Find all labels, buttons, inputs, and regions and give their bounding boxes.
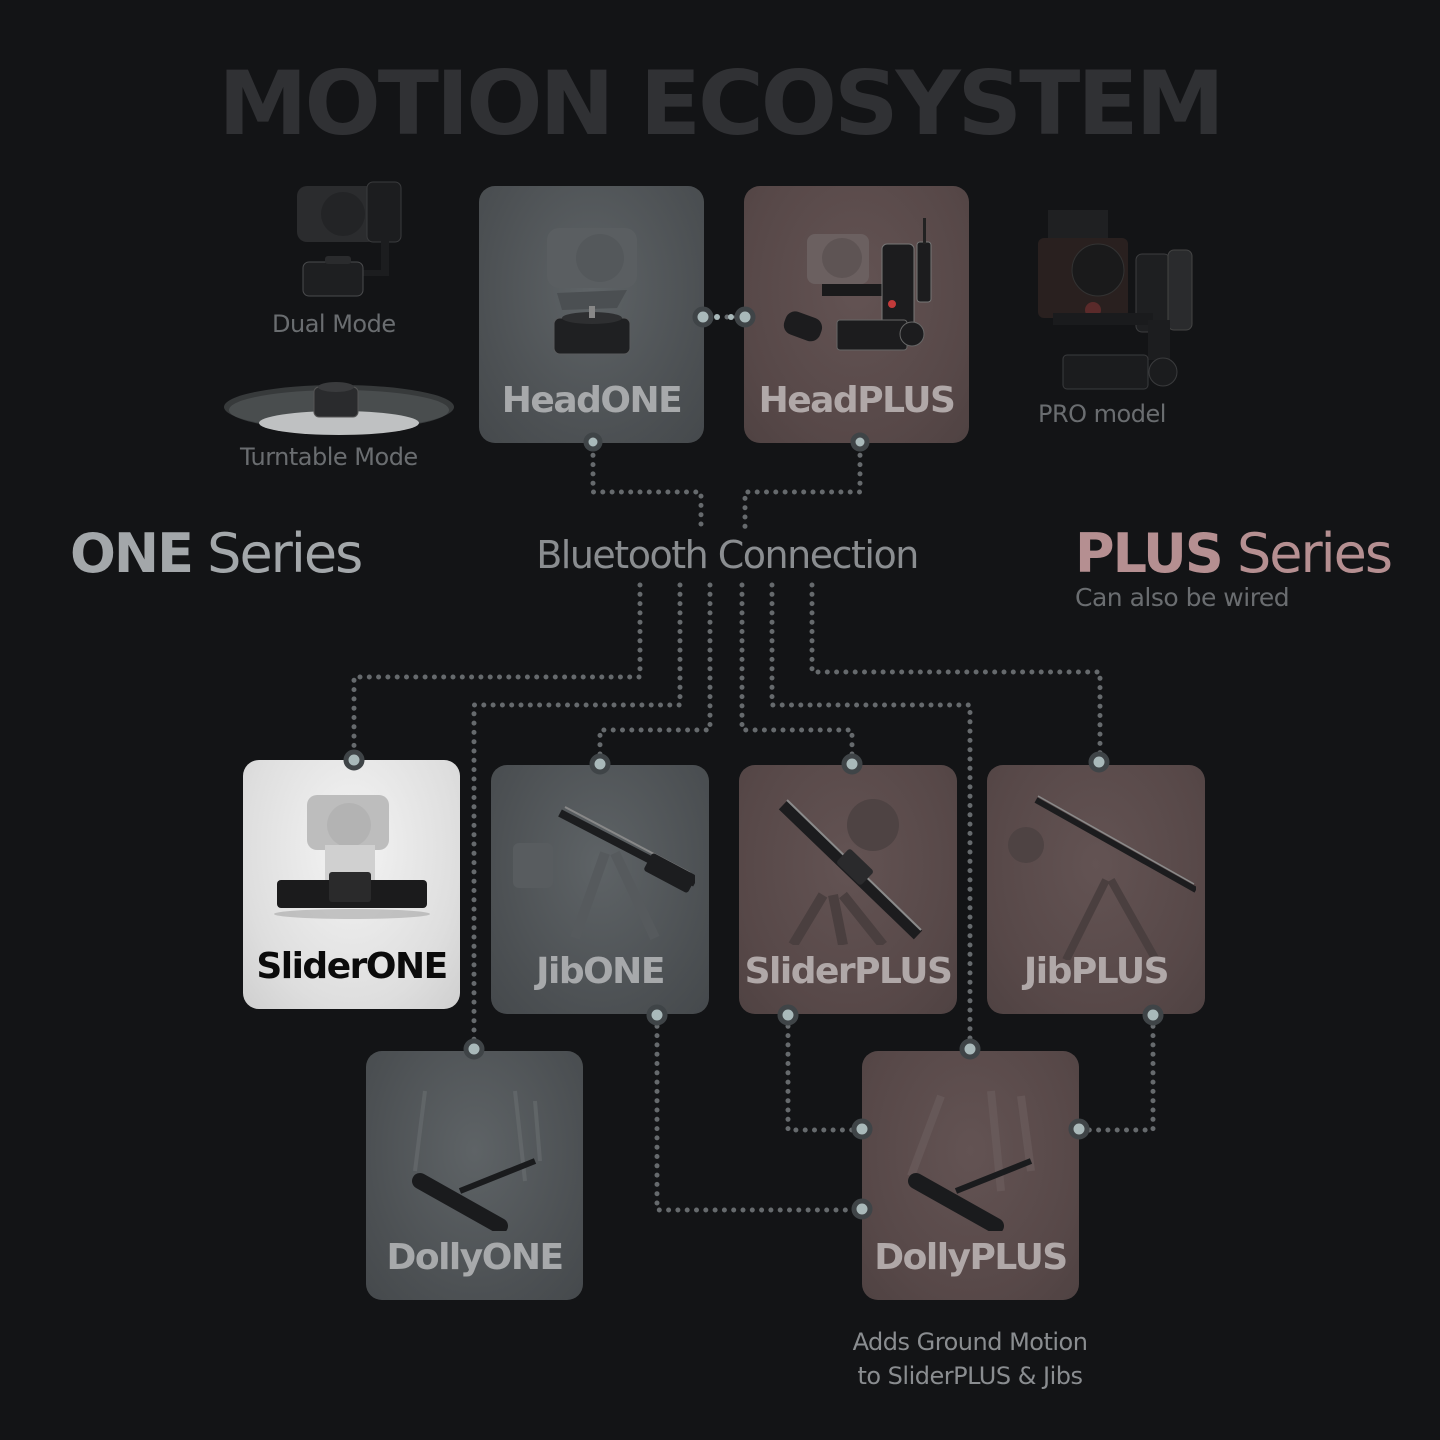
pro-model-label: PRO model [1038,400,1166,428]
headone-card[interactable]: HeadONE [479,186,704,443]
plus-series-rest: Series [1221,522,1393,585]
jibone-card[interactable]: JibONE [491,765,709,1014]
sliderone-label: SliderONE [256,946,448,987]
dolly-caption-line2: to SliderPLUS & Jibs [857,1362,1083,1390]
plus-series-bold: PLUS [1075,522,1224,585]
headplus-product-image [762,214,952,364]
dolly-caption: Adds Ground Motion to SliderPLUS & Jibs [820,1325,1120,1393]
one-series-rest: Series [192,522,363,585]
plus-series-heading: PLUS Series [1075,522,1393,585]
jibplus-label: JibPLUS [1023,951,1170,992]
sliderone-product-image [267,790,437,920]
dollyone-product-image [385,1081,565,1234]
dollyplus-product-image [881,1081,1061,1234]
page-title: MOTION ECOSYSTEM [218,52,1225,155]
dollyone-card[interactable]: DollyONE [366,1051,583,1300]
sliderplus-product-image [753,785,943,949]
headplus-card[interactable]: HeadPLUS [744,186,969,443]
sliderone-card[interactable]: SliderONE [243,760,460,1009]
dolly-caption-line1: Adds Ground Motion [852,1328,1088,1356]
turntable-mode-product-image [222,365,457,445]
pro-model-product-image [1018,210,1198,390]
turntable-mode-label: Turntable Mode [240,443,418,471]
jibplus-product-image [996,790,1198,962]
dollyone-label: DollyONE [386,1237,564,1278]
jibone-product-image [505,793,697,943]
plus-series-subtitle: Can also be wired [1075,583,1290,612]
sliderplus-label: SliderPLUS [744,951,953,992]
dollyplus-label: DollyPLUS [874,1237,1068,1278]
sliderplus-card[interactable]: SliderPLUS [739,765,957,1014]
one-series-heading: ONE Series [70,522,363,585]
jibplus-card[interactable]: JibPLUS [987,765,1205,1014]
headplus-label: HeadPLUS [758,380,956,421]
headone-product-image [532,218,652,358]
one-series-bold: ONE [70,522,194,585]
headone-label: HeadONE [501,380,683,421]
dollyplus-card[interactable]: DollyPLUS [862,1051,1079,1300]
dual-mode-label: Dual Mode [272,310,396,338]
dual-mode-product-image [295,178,445,298]
bluetooth-connection-label: Bluetooth Connection [536,533,919,577]
jibone-label: JibONE [536,951,665,992]
